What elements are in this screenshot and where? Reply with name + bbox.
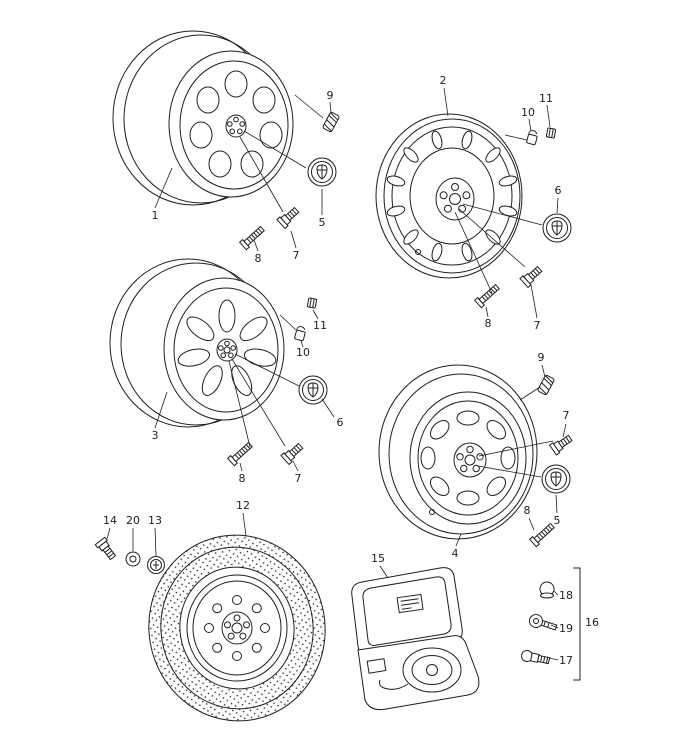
callout-8d: 8	[524, 504, 531, 517]
air-compressor-icon	[379, 647, 462, 693]
hub-cap-crest-5b	[541, 464, 571, 494]
callout-9a: 9	[327, 89, 334, 102]
clip-weight-10b	[293, 325, 308, 342]
callout-10a: 10	[521, 106, 535, 119]
leader-lines	[106, 87, 567, 661]
callout-13: 13	[148, 514, 162, 527]
callout-15: 15	[371, 552, 385, 565]
spare-wheel-vent-holes	[204, 595, 270, 661]
wheel-1-holes	[189, 70, 283, 178]
wheel-bolt-7a	[276, 204, 302, 229]
wheel-3-lug-holes	[218, 340, 236, 359]
case-lid-label-sticker	[396, 593, 424, 614]
screw-8d	[529, 521, 557, 548]
wheel-2-slots	[386, 130, 518, 262]
callout-2: 2	[440, 74, 447, 87]
clip-weight-11a	[545, 127, 557, 139]
wheel-lock-bolt-17	[521, 650, 551, 665]
callout-4: 4	[452, 547, 459, 560]
screw-8a	[239, 224, 267, 251]
callout-11a: 11	[539, 92, 553, 105]
spare-wheel-12	[148, 534, 326, 722]
callout-9b: 9	[538, 351, 545, 364]
balance-weight-9b	[536, 374, 556, 396]
screw-8b	[474, 282, 502, 309]
wheel-1-lug-holes	[227, 116, 245, 135]
spare-cap-13	[147, 556, 165, 574]
clip-weight-11b	[306, 297, 318, 309]
callout-18: 18	[559, 589, 573, 602]
valve-stem-icon	[429, 509, 435, 515]
callout-14: 14	[103, 514, 117, 527]
wheel-bolt-7d	[549, 432, 575, 456]
callout-5b: 5	[554, 514, 561, 527]
wheel-bolt-7b	[519, 263, 545, 288]
wheel-1-alloy-round-hole	[112, 30, 294, 206]
callout-8a: 8	[255, 252, 262, 265]
callout-7a: 7	[293, 249, 300, 262]
callout-6a: 6	[555, 184, 562, 197]
case-compartment	[366, 658, 387, 674]
hub-cap-crest-5a	[307, 157, 337, 187]
callout-7c: 7	[295, 472, 302, 485]
callout-1: 1	[152, 209, 159, 222]
clip-weight-10a	[525, 129, 540, 146]
callout-12: 12	[236, 499, 250, 512]
wheel-lock-key-19	[529, 614, 558, 631]
compressor-case-15	[351, 567, 480, 711]
callout-11b: 11	[313, 319, 327, 332]
wheel-3-spoke-openings	[177, 299, 277, 396]
wheel-4-slotted-rim	[378, 364, 538, 540]
callout-17: 17	[559, 654, 573, 667]
callout-5a: 5	[319, 216, 326, 229]
callout-10b: 10	[296, 346, 310, 359]
wheel-4-slots	[420, 410, 516, 506]
callout-6b: 6	[337, 416, 344, 429]
callout-8b: 8	[485, 317, 492, 330]
group-bracket-16	[573, 567, 581, 681]
callout-7b: 7	[534, 319, 541, 332]
callout-3: 3	[152, 429, 159, 442]
balance-weight-9a	[321, 111, 341, 133]
lock-cap-18	[539, 581, 555, 599]
valve-stem-icon	[415, 249, 421, 255]
callout-16: 16	[585, 616, 599, 629]
callout-numbers: 1 2 3 4 5 5 6 6 7 7 7 7 8 8 8 8 9 9 10 1…	[103, 74, 599, 667]
callout-19: 19	[559, 622, 573, 635]
washer-20	[125, 551, 141, 567]
wheel-2-alloy-slotted-disc	[375, 113, 523, 279]
wheel-4-lug-holes	[456, 445, 484, 473]
spare-wheel-lug-holes	[224, 614, 250, 640]
callout-7d: 7	[563, 409, 570, 422]
wheel-3-alloy-7-spoke	[109, 258, 285, 428]
spare-bolt-14	[94, 536, 119, 562]
callout-8c: 8	[239, 472, 246, 485]
callout-20: 20	[126, 514, 140, 527]
hub-cap-crest-6a	[542, 213, 572, 243]
wheel-2-lug-holes	[439, 183, 471, 213]
